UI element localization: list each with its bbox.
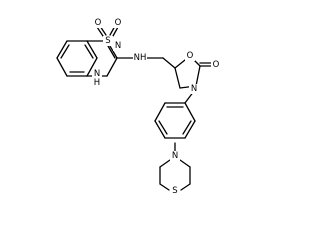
benzene-ring [56,40,98,77]
linker-bonds [116,57,176,69]
sulfonyl-oxygen-label: O [95,18,102,28]
ring-nitrogen-label: N [115,41,121,51]
atom-labels: O O S N N H NH O O N N S [92,18,221,196]
molecule-structure: O O S N N H NH O O N N S [56,18,221,196]
ring-nitrogen-label: N [94,69,100,79]
ring-hydrogen-label: H [94,78,100,88]
amine-nh-label: NH [134,53,147,63]
thiomorpholine-ring [159,142,191,191]
sulfonyl-oxygen-label: O [115,18,122,28]
ring-oxygen-label: O [187,51,194,61]
structure-canvas: O O S N N H NH O O N N S [56,18,221,196]
thiomorpholine-nitrogen-label: N [172,151,178,161]
carbonyl-oxygen-label: O [213,60,220,70]
sulfur-label: S [105,36,110,46]
phenyl-ring [154,90,196,139]
oxazolidinone-nitrogen-label: N [191,84,197,94]
thiomorpholine-sulfur-label: S [172,186,177,196]
